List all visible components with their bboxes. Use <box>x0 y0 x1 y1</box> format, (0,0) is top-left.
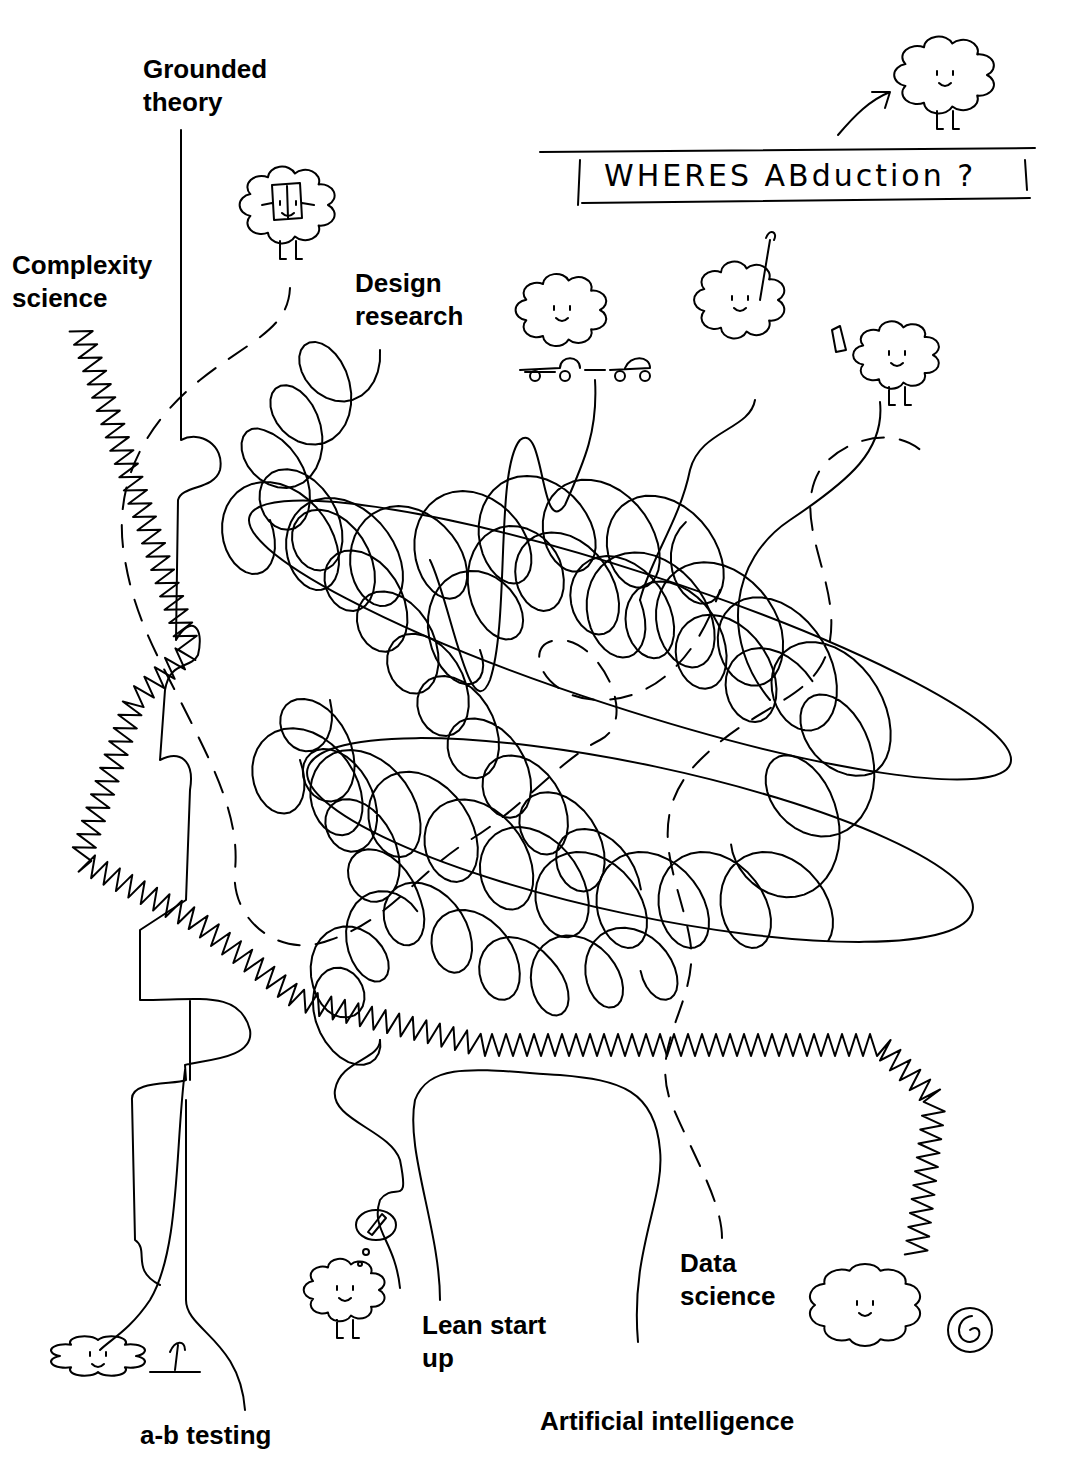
pencil-small <box>368 1214 386 1235</box>
lean-tangle <box>311 891 418 1065</box>
wheel <box>640 371 650 381</box>
cloud-figure <box>51 1336 145 1376</box>
data-science-dashed <box>665 438 930 1238</box>
grounded-theory-line <box>132 130 250 1410</box>
method-label: Design research <box>352 266 488 333</box>
tangle <box>222 476 724 606</box>
banner-title: WHERES ABduction ? <box>600 158 980 193</box>
arrow <box>838 92 890 135</box>
dashed-path <box>122 288 720 945</box>
method-label: Complexity science <box>9 248 180 315</box>
wheel <box>560 371 570 381</box>
cloud-figure <box>853 321 939 405</box>
method-label: Artificial intelligence <box>537 1404 797 1439</box>
lean-line <box>335 1040 404 1288</box>
lying-line <box>640 400 755 600</box>
shell-spiral <box>959 1316 979 1342</box>
method-label: Lean start up <box>419 1308 550 1375</box>
cloud-figure <box>810 1264 920 1346</box>
banner <box>540 148 1035 205</box>
cloud-figure <box>694 262 784 339</box>
cloud-figure <box>894 37 994 129</box>
tangle <box>252 728 833 948</box>
thought-pencil <box>356 1210 396 1240</box>
cloud-figure <box>240 167 335 259</box>
design-research-line <box>242 342 641 892</box>
shell <box>948 1308 992 1352</box>
flag-arm <box>760 232 775 300</box>
method-label: Grounded theory <box>140 52 296 119</box>
thought-dot <box>363 1249 369 1255</box>
ai-line <box>413 1070 660 1342</box>
cloud-figure <box>304 1259 385 1338</box>
cloud-figure <box>516 274 607 346</box>
cloud-figures <box>51 37 994 1376</box>
pencil <box>832 326 846 352</box>
cars <box>520 358 650 372</box>
plant <box>150 1343 200 1372</box>
long-loop <box>229 452 1032 829</box>
thought-dot <box>358 1262 362 1266</box>
method-label: Data science <box>677 1246 798 1313</box>
complexity-zigzag <box>70 331 945 1255</box>
wheel <box>615 371 625 381</box>
method-label: a-b testing <box>137 1418 274 1453</box>
door-sign <box>262 183 314 220</box>
plant-line <box>100 1070 185 1350</box>
wheel <box>530 371 540 381</box>
